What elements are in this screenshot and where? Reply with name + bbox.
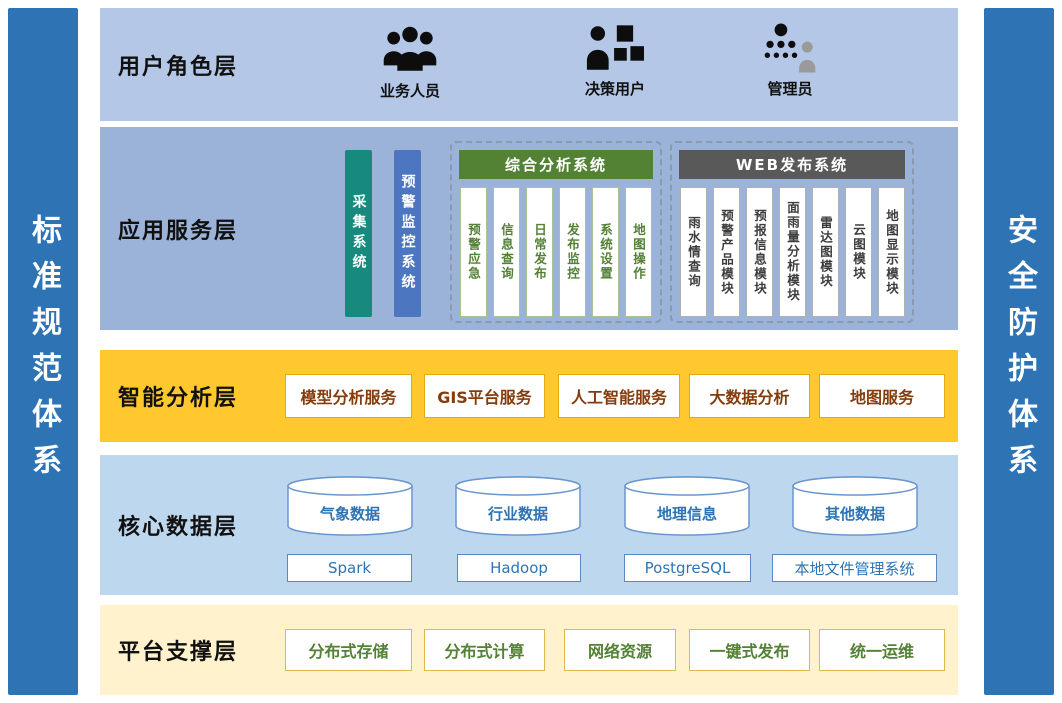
- service-bigdata: 大数据分析: [689, 374, 810, 418]
- module-areal-rainfall-analysis: 面雨量分析模块: [779, 187, 806, 317]
- module-areal-rainfall-analysis-label: 面雨量分析模块: [785, 201, 800, 303]
- module-info-query: 信息查询: [493, 187, 520, 317]
- database-cylinder-icon: [792, 476, 918, 536]
- module-map-display-label: 地图显示模块: [884, 208, 899, 296]
- module-emergency-warning: 预警应急: [460, 187, 487, 317]
- layer-user-role: 用户角色层 业务人员: [100, 8, 958, 121]
- role-admin: 管理员: [720, 22, 860, 99]
- module-map-operation: 地图操作: [625, 187, 652, 317]
- analysis-system-group: 综合分析系统 预警应急 信息查询 日常发布 发布监控 系统设置 地图操作: [450, 141, 662, 323]
- role-decision-users: 决策用户: [545, 22, 685, 99]
- module-info-query-label: 信息查询: [499, 223, 514, 281]
- module-radar-map: 雷达图模块: [812, 187, 839, 317]
- security-banner: 安全防护体系: [984, 8, 1054, 695]
- analysis-system-title: 综合分析系统: [459, 150, 653, 179]
- support-distributed-computing: 分布式计算: [424, 629, 545, 671]
- database-cylinder-icon: [624, 476, 750, 536]
- layer-platform-support-title: 平台支撑层: [118, 640, 239, 665]
- decision-users-icon: [586, 25, 644, 70]
- support-one-click-publish: 一键式发布: [689, 629, 810, 671]
- platform-local-file-system: 本地文件管理系统: [772, 554, 937, 582]
- role-decision-users-label: 决策用户: [584, 80, 645, 98]
- module-daily-release-label: 日常发布: [532, 223, 547, 281]
- warning-monitor-system: 预警监控系统: [394, 150, 421, 317]
- service-gis-platform: GIS平台服务: [424, 374, 545, 418]
- database-cylinder-icon: [455, 476, 581, 536]
- module-forecast-info-label: 预报信息模块: [752, 208, 767, 296]
- warning-monitor-system-label: 预警监控系统: [399, 173, 416, 294]
- module-forecast-info: 预报信息模块: [746, 187, 773, 317]
- platform-postgresql: PostgreSQL: [624, 554, 751, 582]
- db-other-label: 其他数据: [824, 505, 885, 523]
- standards-banner-label: 标准规范体系: [26, 213, 61, 490]
- db-meteorological-label: 气象数据: [319, 505, 380, 523]
- admin-icon: [764, 23, 816, 73]
- db-geographic-label: 地理信息: [656, 505, 717, 523]
- module-map-operation-label: 地图操作: [631, 223, 646, 281]
- role-business-users: 业务人员: [340, 22, 480, 101]
- layer-user-role-title: 用户角色层: [118, 54, 239, 80]
- module-map-display: 地图显示模块: [878, 187, 905, 317]
- module-cloud-map-label: 云图模块: [851, 223, 866, 281]
- module-daily-release: 日常发布: [526, 187, 553, 317]
- module-system-settings-label: 系统设置: [598, 223, 613, 281]
- module-rain-water-query-label: 雨水情查询: [686, 215, 701, 289]
- service-model-analysis: 模型分析服务: [285, 374, 412, 418]
- security-banner-label: 安全防护体系: [1002, 213, 1037, 490]
- service-map: 地图服务: [819, 374, 945, 418]
- db-industry-label: 行业数据: [487, 505, 548, 523]
- business-users-icon: [383, 26, 437, 71]
- module-radar-map-label: 雷达图模块: [818, 215, 833, 289]
- support-distributed-storage: 分布式存储: [285, 629, 412, 671]
- layer-platform-support: 平台支撑层 分布式存储 分布式计算 网络资源 一键式发布 统一运维: [100, 605, 958, 695]
- service-ai: 人工智能服务: [558, 374, 680, 418]
- layer-smart-analysis-title: 智能分析层: [118, 386, 239, 411]
- module-system-settings: 系统设置: [592, 187, 619, 317]
- db-other: 其他数据: [791, 475, 919, 537]
- collect-system-label: 采集系统: [350, 193, 367, 274]
- platform-spark: Spark: [287, 554, 412, 582]
- support-unified-ops: 统一运维: [819, 629, 945, 671]
- module-warning-product-label: 预警产品模块: [719, 208, 734, 296]
- web-publish-system-title: WEB发布系统: [679, 150, 905, 179]
- standards-banner: 标准规范体系: [8, 8, 78, 695]
- module-release-monitor-label: 发布监控: [565, 223, 580, 281]
- web-publish-system-group: WEB发布系统 雨水情查询 预警产品模块 预报信息模块 面雨量分析模块 雷达图模…: [670, 141, 914, 323]
- layer-app-service: 应用服务层 采集系统 预警监控系统 综合分析系统 预警应急 信息查询 日常发布 …: [100, 127, 958, 330]
- module-release-monitor: 发布监控: [559, 187, 586, 317]
- layer-app-service-title: 应用服务层: [118, 218, 239, 244]
- collect-system: 采集系统: [345, 150, 372, 317]
- role-business-users-label: 业务人员: [379, 82, 440, 100]
- layer-core-data: 核心数据层 气象数据 行业数据 地理信息: [100, 455, 958, 595]
- module-rain-water-query: 雨水情查询: [680, 187, 707, 317]
- layer-core-data-title: 核心数据层: [118, 515, 239, 540]
- platform-hadoop: Hadoop: [457, 554, 581, 582]
- module-warning-product: 预警产品模块: [713, 187, 740, 317]
- layer-smart-analysis: 智能分析层 模型分析服务 GIS平台服务 人工智能服务 大数据分析 地图服务: [100, 350, 958, 442]
- module-emergency-warning-label: 预警应急: [466, 223, 481, 281]
- db-geographic: 地理信息: [623, 475, 751, 537]
- role-admin-label: 管理员: [767, 80, 813, 98]
- module-cloud-map: 云图模块: [845, 187, 872, 317]
- db-industry: 行业数据: [454, 475, 582, 537]
- support-network-resources: 网络资源: [564, 629, 676, 671]
- database-cylinder-icon: [287, 476, 413, 536]
- db-meteorological: 气象数据: [286, 475, 414, 537]
